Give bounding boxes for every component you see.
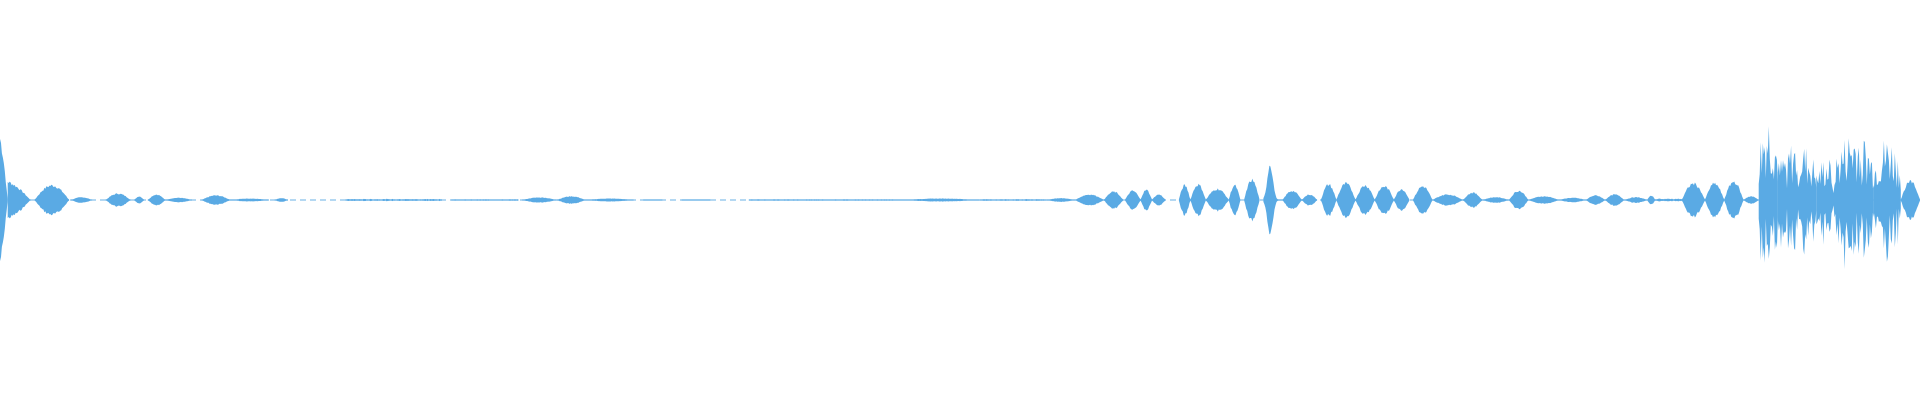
waveform-segment <box>585 198 634 202</box>
waveform-segment <box>1835 138 1874 270</box>
waveform-segment <box>1624 197 1648 203</box>
waveform-segment <box>71 197 93 203</box>
waveform-segment <box>681 199 711 201</box>
waveform-segment <box>1321 184 1337 216</box>
waveform-segment <box>1463 192 1483 208</box>
waveform-segment <box>1244 178 1260 222</box>
waveform-segment <box>1724 181 1744 219</box>
waveform-segment <box>522 197 557 203</box>
waveform-segment <box>1336 182 1356 218</box>
waveform-segment <box>1228 184 1241 216</box>
waveform-segment <box>1263 165 1283 235</box>
waveform-segment <box>1900 180 1920 220</box>
waveform-segment <box>1777 145 1817 255</box>
waveform-segment <box>1393 189 1410 211</box>
waveform-segment <box>1413 186 1433 214</box>
waveform-segment <box>165 197 192 203</box>
waveform-segment <box>1178 184 1191 216</box>
waveform-segment <box>1301 194 1318 206</box>
waveform-segment <box>274 198 288 202</box>
waveform-segment <box>7 181 31 219</box>
waveform-segment <box>1046 198 1076 202</box>
waveform-segment <box>1816 159 1836 245</box>
waveform-segment <box>1355 185 1375 215</box>
waveform-segment <box>1528 196 1559 204</box>
waveform-segment <box>1482 197 1510 203</box>
waveform-segment <box>748 199 903 201</box>
waveform-segment <box>1655 198 1682 202</box>
waveform-segment <box>1559 197 1586 203</box>
waveform-segment <box>1605 194 1625 206</box>
waveform-segment <box>643 199 663 201</box>
waveform-segment <box>1075 194 1104 206</box>
waveform-segment <box>1104 191 1124 209</box>
waveform-segment <box>1140 189 1152 211</box>
waveform-segment <box>34 184 70 216</box>
waveform-segment <box>201 195 231 205</box>
waveform-segment <box>1282 190 1302 210</box>
waveform-segment <box>979 199 1047 201</box>
waveform-segment <box>451 199 519 201</box>
waveform-segment <box>1152 194 1166 206</box>
waveform-segment <box>345 198 442 202</box>
waveform-segment <box>1125 190 1141 210</box>
waveform-segment <box>1873 140 1901 262</box>
waveform-segment <box>134 196 144 204</box>
waveform-segment <box>1758 126 1778 263</box>
waveform-segment <box>1705 182 1725 218</box>
waveform-shape <box>0 126 1920 270</box>
waveform-segment <box>902 198 980 202</box>
waveform-segment <box>1681 182 1705 218</box>
waveform-segment <box>1585 195 1606 205</box>
waveform-segment <box>230 198 269 202</box>
waveform-segment <box>105 193 131 207</box>
waveform-segment <box>556 196 586 204</box>
waveform-segment <box>1743 196 1759 204</box>
waveform-segment <box>1374 186 1394 214</box>
waveform-segment <box>1509 190 1529 210</box>
waveform-segment <box>1432 194 1463 206</box>
waveform-segment <box>1647 195 1655 205</box>
waveform-segment <box>0 138 8 262</box>
waveform-segment <box>1205 188 1229 212</box>
waveform-segment <box>1190 183 1206 217</box>
waveform-segment <box>147 194 166 206</box>
